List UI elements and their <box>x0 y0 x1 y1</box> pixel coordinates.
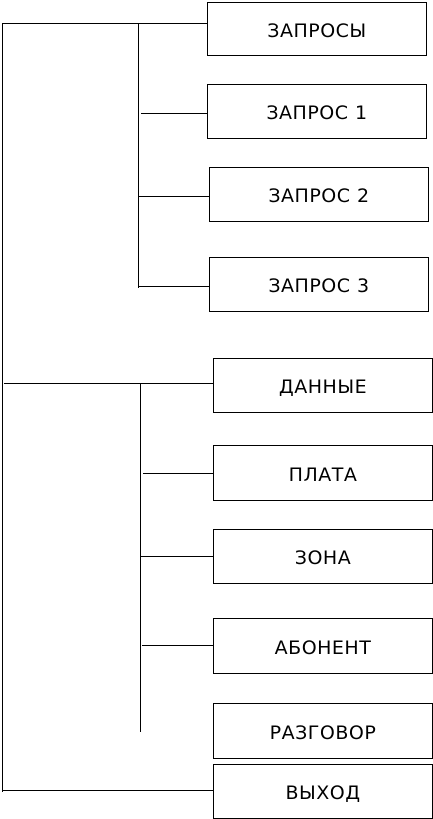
menu-label-zapros-1: ЗАПРОС 1 <box>266 102 368 124</box>
menu-label-vyhod: ВЫХОД <box>285 782 361 804</box>
menu-label-zona: ЗОНА <box>294 547 352 569</box>
menu-label-zaprosy: ЗАПРОСЫ <box>267 19 367 42</box>
menu-box-dannye: ДАННЫЕ <box>213 358 433 413</box>
menu-box-plata: ПЛАТА <box>213 445 433 501</box>
menu-label-dannye: ДАННЫЕ <box>278 376 368 398</box>
menu-label-zapros-2: ЗАПРОС 2 <box>268 185 370 207</box>
menu-label-abonent: АБОНЕНТ <box>274 636 372 659</box>
menu-label-zapros-3: ЗАПРОС 3 <box>268 275 370 297</box>
menu-box-abonent: АБОНЕНТ <box>213 618 433 674</box>
menu-box-zapros-2: ЗАПРОС 2 <box>209 167 429 222</box>
menu-box-razgovor: РАЗГОВОР <box>213 703 433 759</box>
menu-box-zapros-1: ЗАПРОС 1 <box>207 84 427 139</box>
menu-box-vyhod: ВЫХОД <box>213 764 433 819</box>
menu-box-zona: ЗОНА <box>213 529 433 584</box>
menu-label-razgovor: РАЗГОВОР <box>269 721 377 744</box>
menu-label-plata: ПЛАТА <box>288 463 358 486</box>
menu-box-zapros-3: ЗАПРОС 3 <box>209 257 429 312</box>
menu-box-zaprosy: ЗАПРОСЫ <box>207 2 427 56</box>
